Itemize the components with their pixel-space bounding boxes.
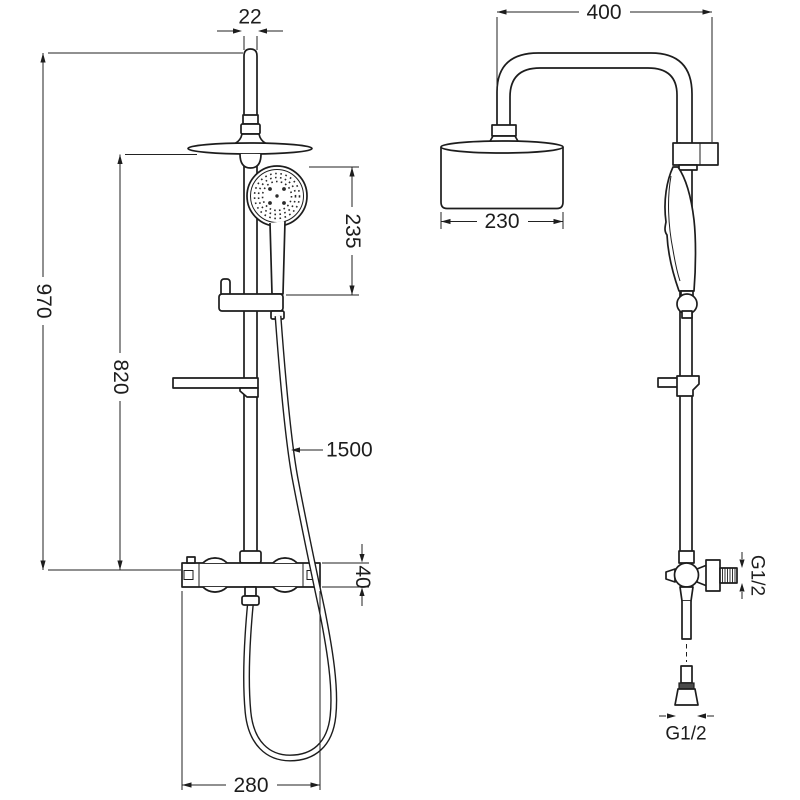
spray-center-dots [268,187,286,205]
disc-ball-joint [239,153,262,169]
valve-lower-taper [679,586,694,602]
thermostatic-mixer [181,550,321,593]
hand-shower-handle [269,220,286,295]
pipe-nut [240,123,261,135]
mixer-wall-mark-left [183,570,194,580]
arm-outer-contour [496,52,693,144]
dim-label-400: 400 [586,1,621,24]
dimension-handset-length: 235 [286,166,364,296]
dimension-arm-reach: 400 [496,1,713,142]
dim-label-22: 22 [238,6,261,29]
mixer-outlet-nut [241,595,260,606]
mixer-top-tab [186,556,196,564]
dimension-mixer-height: 40 [322,544,374,606]
dim-label-g12-side: G1/2 [747,555,768,596]
valve-collar [678,550,695,564]
valve-left-wing [665,568,676,583]
connector-knurl-band [678,682,695,690]
thread-hatching [722,568,736,583]
front-view [172,48,338,762]
dimension-column-height: 970 [32,52,243,571]
overhead-shower-disc [187,142,313,155]
dim-label-235: 235 [341,213,364,248]
dimension-head-diameter: 230 [440,210,564,233]
hand-shower-blade [664,166,697,292]
head-mount-dome [234,133,267,145]
shelf-side-clamp [676,375,700,397]
hand-shower-side [664,166,698,319]
mixer-inlet-nut [239,550,262,564]
hose-inner [244,315,336,761]
head-fitting-nut [491,124,517,137]
side-view [440,52,738,706]
shower-hose [243,315,338,762]
dimension-hose-loop-width: 280 [181,591,321,797]
knob-right-bottom-arc [272,586,298,593]
knob-left-top-arc [202,557,228,564]
shelf-clamp [239,387,259,398]
shelf-side-stub [657,377,679,388]
dimension-rail-span: 820 [109,154,197,570]
arm-inner-contour [509,67,678,144]
dim-label-970: 970 [32,283,55,318]
knob-right-top-arc [272,557,298,564]
shelf-side [657,375,700,397]
dimension-side-thread: G1/2 [739,552,768,599]
valve-flange [705,559,721,592]
dimension-pipe-diameter: 22 [217,6,283,50]
wall-bracket [672,142,719,171]
pipe-joint [242,114,259,125]
shelf-front [172,377,259,398]
dimension-layer: 22 970 820 235 [32,1,768,797]
hand-shower-face-edge [668,175,681,282]
bottom-connector [674,665,699,706]
slider-body [218,293,284,312]
dim-label-820: 820 [109,359,132,394]
dim-label-280: 280 [233,774,268,797]
dimension-bottom-thread: G1/2 [659,713,714,745]
dim-label-g12-bottom: G1/2 [665,724,706,745]
connector-stem [680,665,693,684]
hand-shower-front [246,165,308,295]
mixer-body [181,562,321,588]
dimension-hose-length: 1500 [291,439,373,462]
mixer-outlet-stub [244,586,257,597]
rain-head-top [440,140,564,154]
shelf-tray [172,377,259,389]
spray-nozzle-pattern [253,172,301,220]
hose-outer [243,315,338,762]
hose-nut-lower [681,310,693,319]
valve-outlet-pipe [681,601,692,640]
wall-bracket-body [672,142,719,166]
valve-ball [673,562,700,588]
wall-bracket-clamp [678,164,698,171]
dim-label-230: 230 [484,210,519,233]
rain-head-body [440,147,564,210]
dim-label-1500: 1500 [326,439,373,462]
knob-left-bottom-arc [202,586,228,593]
dim-label-40: 40 [351,565,374,588]
slider-bracket [218,278,285,320]
connector-cone [674,688,699,706]
supply-valve [665,550,738,640]
